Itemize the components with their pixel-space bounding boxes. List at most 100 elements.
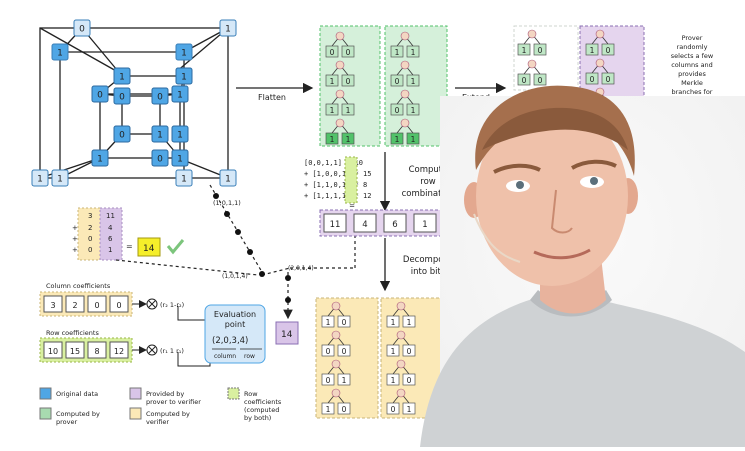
cube-node-value: 0 — [79, 25, 85, 35]
tree-leaf: 1 — [330, 135, 335, 144]
vector-line: + [1,1,1,1] * 12 — [304, 192, 371, 200]
tree-leaf: 0 — [606, 46, 611, 55]
coefficient-value: 0 — [116, 301, 121, 310]
formula-eq: = — [126, 242, 133, 251]
tree-leaf: 0 — [538, 46, 543, 55]
tree-leaf: 0 — [391, 405, 396, 414]
prover-note-line: branches for — [672, 88, 713, 96]
path-dots — [213, 193, 291, 303]
formula-r3: 0 — [88, 235, 92, 243]
coefficient-value: 2 — [72, 301, 77, 310]
eval-col-label: column — [214, 353, 236, 360]
cube-node: 0 — [113, 87, 131, 105]
legend-label: Row — [244, 390, 258, 398]
formula-r3-b: 6 — [108, 235, 113, 243]
formula-r1-b: 11 — [106, 212, 115, 220]
cube-node-value: 1 — [225, 25, 231, 35]
path-label-2: (2,0,1,4) — [288, 265, 314, 272]
legend-label: verifier — [146, 418, 169, 426]
tree-leaf: 1 — [407, 318, 412, 327]
coefficient-cell — [87, 295, 107, 313]
cube-node: 1 — [91, 149, 109, 167]
cube-node: 1 — [171, 149, 189, 167]
cube-node: 1 — [219, 19, 237, 37]
cube-node-value: 1 — [181, 175, 187, 185]
coefficient-cell — [109, 341, 129, 359]
tree-leaf: 1 — [411, 77, 416, 86]
cube-node-value: 1 — [57, 49, 63, 59]
legend-label: Provided by — [146, 390, 184, 398]
tree-leaf: 1 — [346, 106, 351, 115]
cube-node: 1 — [51, 43, 69, 61]
cube-node: 1 — [113, 67, 131, 85]
path-label-1: (1,0,1,4) — [222, 273, 248, 280]
row-combo-value: 6 — [392, 220, 397, 230]
tree-leaf: 1 — [342, 376, 347, 385]
cube-node-value: 0 — [157, 93, 163, 103]
legend-label: by both) — [244, 414, 271, 422]
tree-leaf: 0 — [330, 48, 335, 57]
cube-node-value: 0 — [97, 91, 103, 101]
tree-leaf: 1 — [411, 106, 416, 115]
coefficient-cell — [87, 341, 107, 359]
tree-leaf: 0 — [346, 77, 351, 86]
cube-node-value: 1 — [177, 91, 183, 101]
tree-leaf: 0 — [326, 376, 331, 385]
tree-leaf: 0 — [407, 347, 412, 356]
coefficient-value: 8 — [94, 347, 99, 356]
row-tensor: (r₁ 1 r₁) — [160, 347, 184, 355]
coefficient-value: 3 — [50, 301, 55, 310]
cube-node-value: 1 — [177, 155, 183, 165]
cube-node: 0 — [113, 125, 131, 143]
prover-note-line: randomly — [677, 43, 708, 51]
cube-node-value: 0 — [157, 155, 163, 165]
prover-note-line: columns and — [671, 61, 713, 69]
tree-leaf: 0 — [342, 318, 347, 327]
tree-leaf: 1 — [395, 48, 400, 57]
coefficient-cell — [109, 295, 129, 313]
column-coeff-label: Column coefficients — [46, 282, 111, 290]
cube-node-value: 1 — [181, 73, 187, 83]
tree-leaf: 0 — [395, 106, 400, 115]
cube-node: 1 — [31, 169, 49, 187]
tree-leaf: 1 — [346, 135, 351, 144]
cube-node: 1 — [175, 169, 193, 187]
legend-label: (computed — [244, 406, 279, 414]
prover-note-line: provides — [678, 70, 706, 78]
compute-label: Compute — [409, 165, 448, 175]
check-icon — [166, 239, 185, 255]
tree-leaf: 1 — [395, 135, 400, 144]
vector-line: + [1,1,0,1] * 8 — [304, 181, 367, 189]
cube-node: 1 — [171, 125, 189, 143]
corner-coordinate: (1,0,1,1) — [213, 199, 241, 207]
compute-label: combination — [402, 189, 455, 199]
tree-leaf: 1 — [522, 46, 527, 55]
tree-leaf: 1 — [326, 318, 331, 327]
row-combo-cell — [323, 213, 347, 233]
tree-leaf: 0 — [395, 77, 400, 86]
cube-node-value: 0 — [119, 131, 125, 141]
legend-label: prover to verifier — [146, 398, 201, 406]
coefficient-cell — [65, 341, 85, 359]
cube-node-value: 1 — [97, 155, 103, 165]
cube-node-value: 0 — [119, 93, 125, 103]
decompose-label: into bits — [411, 267, 446, 277]
prover-note-line: Merkle — [681, 79, 703, 87]
row-vectors: [0,0,1,1] * 10+ [1,0,0,1] * 15+ [1,1,0,1… — [304, 159, 371, 210]
col-tensor: (r₂ 1-r₂) — [160, 301, 184, 309]
cube-node-value: 1 — [119, 73, 125, 83]
row-combo-cell — [413, 213, 437, 233]
cube-node: 1 — [171, 85, 189, 103]
legend-label: prover — [56, 418, 77, 426]
step-flatten: Flatten — [258, 93, 286, 102]
tree-leaf: 0 — [606, 75, 611, 84]
tree-leaf: 1 — [330, 106, 335, 115]
